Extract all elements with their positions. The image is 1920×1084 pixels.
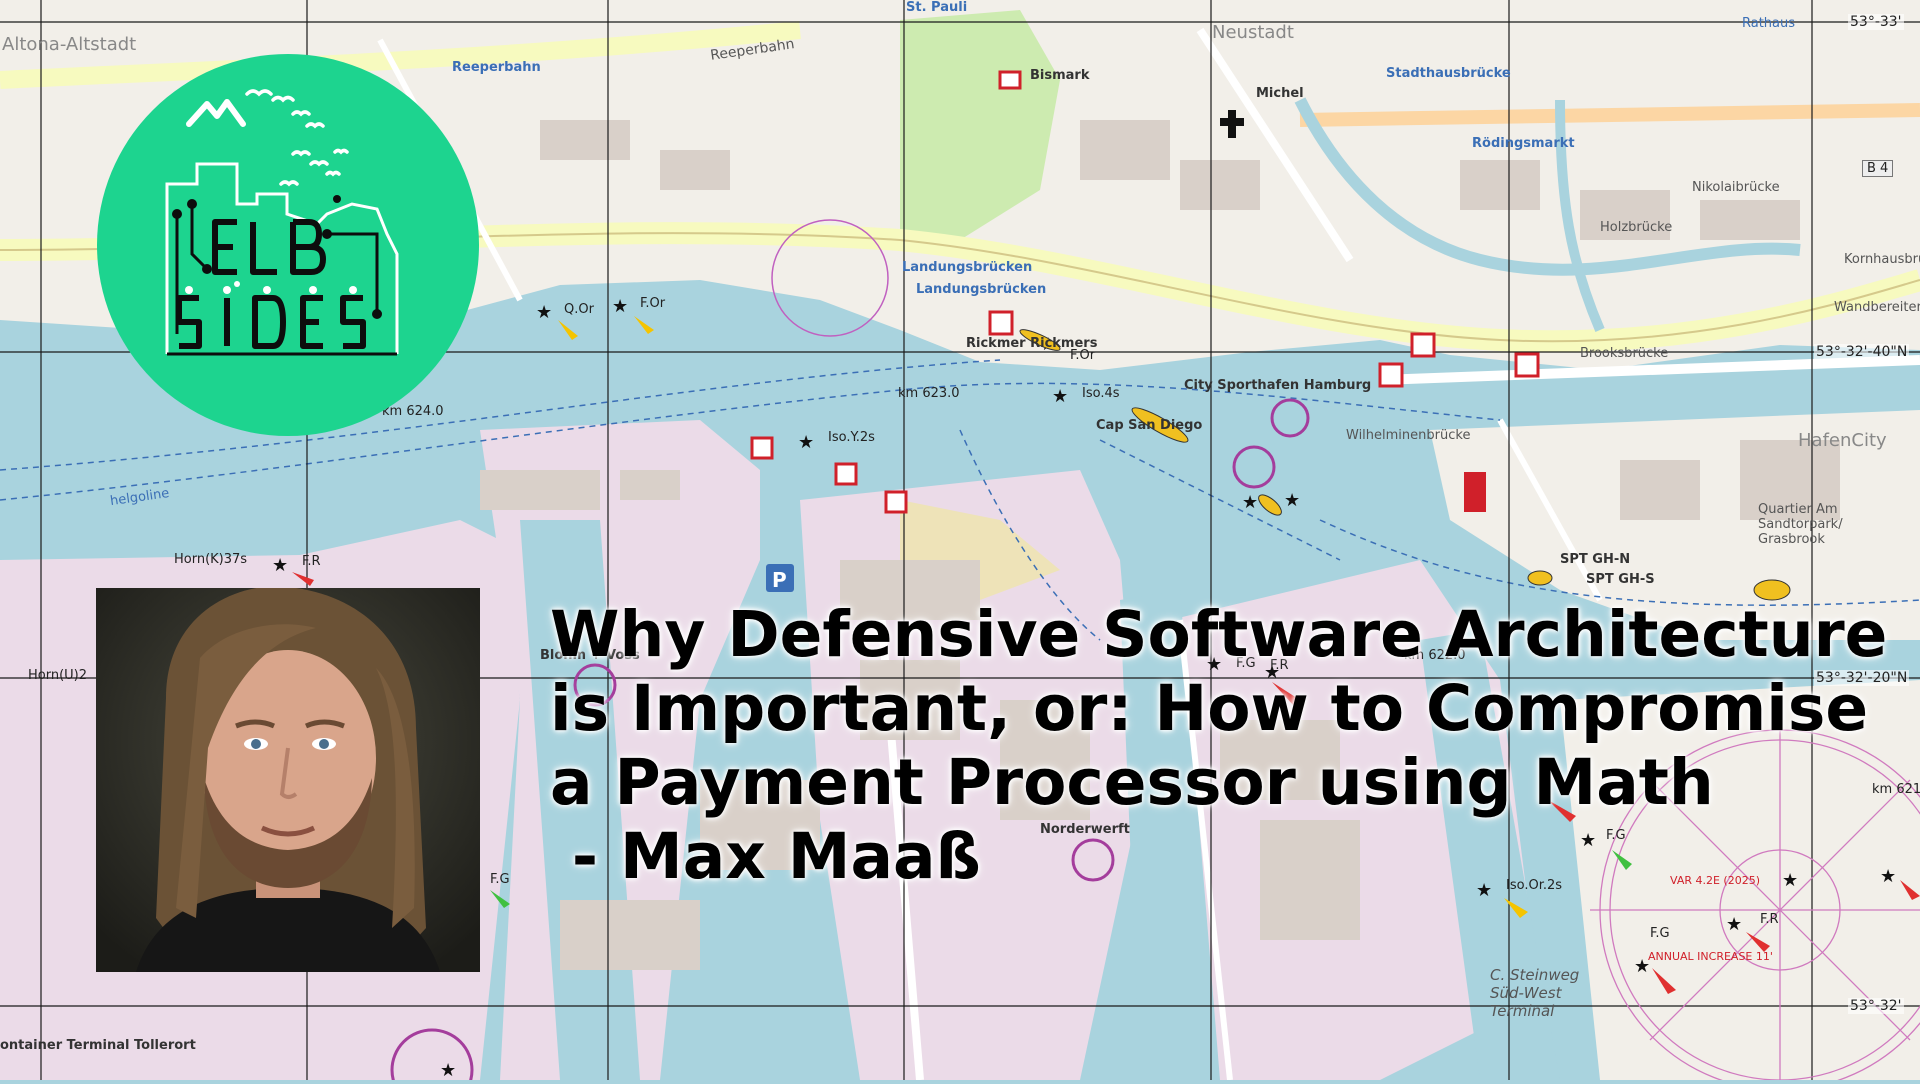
- river-km-label: km 622.0: [1404, 648, 1466, 663]
- elbsides-logo: [97, 54, 479, 436]
- buoy-label: Horn(U)2: [28, 668, 88, 683]
- coordinate-label: 53°-32'-40"N: [1814, 344, 1910, 360]
- coordinate-label: 53°-33': [1848, 14, 1904, 30]
- svg-text:★: ★: [1242, 492, 1258, 513]
- district-label: St. Pauli: [906, 0, 968, 15]
- svg-text:★: ★: [1206, 654, 1222, 675]
- map-label: Bismark: [1030, 68, 1090, 83]
- street-label: Brooksbrücke: [1580, 346, 1669, 361]
- buoy-label: F.R: [302, 554, 321, 569]
- svg-text:★: ★: [1880, 866, 1896, 887]
- street-label: Kornhausbrü: [1844, 252, 1920, 267]
- district-label: Altona-Altstadt: [2, 34, 137, 55]
- map-label: SPT GH-S: [1586, 572, 1655, 587]
- street-label: Quartier Am Sandtorpark/ Grasbrook: [1758, 502, 1843, 547]
- svg-text:★: ★: [1634, 956, 1650, 977]
- svg-text:★: ★: [1284, 490, 1300, 511]
- map-label: Rödingsmarkt: [1472, 136, 1575, 151]
- buoy-label: F.G: [1606, 828, 1626, 843]
- coordinate-label: 53°-32'-20"N: [1814, 670, 1910, 686]
- compass-label: ANNUAL INCREASE 11': [1648, 950, 1773, 963]
- buoy-label: F.G: [1236, 656, 1256, 671]
- elbsides-logo-graphic: [165, 89, 399, 356]
- talk-title-line: a Payment Processor using Math: [550, 746, 1714, 819]
- svg-text:P: P: [772, 568, 787, 592]
- buoy-label: Iso.Y.2s: [828, 430, 875, 445]
- map-label: C. Steinweg Süd-West Terminal: [1490, 966, 1580, 1020]
- map-label: Rickmer Rickmers: [966, 336, 1098, 351]
- map-label: Blohm + Voss: [540, 648, 640, 663]
- svg-text:★: ★: [798, 432, 814, 453]
- speaker-photo: [96, 588, 480, 972]
- map-label: Cap San Diego: [1096, 418, 1203, 433]
- compass-label: VAR 4.2E (2025): [1670, 874, 1761, 887]
- map-label: Reeperbahn: [452, 60, 541, 75]
- svg-text:★: ★: [1476, 880, 1492, 901]
- map-label: SPT GH-N: [1560, 552, 1631, 567]
- svg-text:★: ★: [1580, 830, 1596, 851]
- buoy-label: Q.Or: [564, 302, 594, 317]
- coordinate-label: 53°-32': [1848, 998, 1904, 1014]
- street-label: Nikolaibrücke: [1692, 180, 1780, 195]
- map-label: Landungsbrücken: [902, 260, 1033, 275]
- district-label: HafenCity: [1798, 430, 1887, 451]
- svg-text:★: ★: [1264, 662, 1280, 683]
- talk-title-line: Why Defensive Software Architecture: [550, 598, 1888, 671]
- river-km-label: km 623.0: [898, 386, 960, 401]
- buoy-label: F.R: [1270, 658, 1289, 673]
- svg-text:★: ★: [612, 296, 628, 317]
- buoy-label: Horn(K)37s: [174, 552, 248, 567]
- svg-text:★: ★: [536, 302, 552, 323]
- map-label: Landungsbrücken: [916, 282, 1047, 297]
- talk-title: Why Defensive Software Architecture is I…: [550, 598, 1890, 894]
- buoy-label: F.G: [1650, 926, 1670, 941]
- map-label: ontainer Terminal Tollerort: [0, 1038, 196, 1053]
- street-label: Wandbereiter: [1834, 300, 1920, 315]
- map-label: Norderwerft: [1040, 822, 1130, 837]
- district-label: Neustadt: [1212, 22, 1294, 43]
- buoy-label: Iso.Or.2s: [1506, 878, 1563, 893]
- svg-text:★: ★: [440, 1060, 456, 1080]
- svg-text:★: ★: [1726, 914, 1742, 935]
- svg-text:★: ★: [1782, 870, 1798, 891]
- buoy-label: F.R: [1760, 912, 1779, 927]
- talk-title-line: is Important, or: How to Compromise: [550, 672, 1869, 745]
- district-label: Rathaus: [1742, 16, 1796, 31]
- person-icon: [96, 588, 480, 972]
- map-label: Michel: [1256, 86, 1304, 101]
- road-number-label: B 4: [1862, 160, 1894, 177]
- buoy-label: F.Or: [640, 296, 666, 311]
- speaker-name: - Max Maaß: [550, 820, 981, 893]
- map-label: City Sporthafen Hamburg: [1184, 378, 1372, 393]
- buoy-label: F.G: [490, 872, 510, 887]
- buoy-label: Iso.4s: [1082, 386, 1120, 401]
- street-label: Holzbrücke: [1600, 220, 1673, 235]
- buoy-label: F.Or: [1070, 348, 1096, 363]
- river-km-label: km 621: [1872, 782, 1920, 797]
- river-km-label: km 624.0: [382, 404, 444, 419]
- svg-text:★: ★: [272, 555, 288, 576]
- svg-text:★: ★: [1052, 386, 1068, 407]
- map-label: Stadthausbrücke: [1386, 66, 1511, 81]
- street-label: Wilhelminenbrücke: [1346, 428, 1471, 443]
